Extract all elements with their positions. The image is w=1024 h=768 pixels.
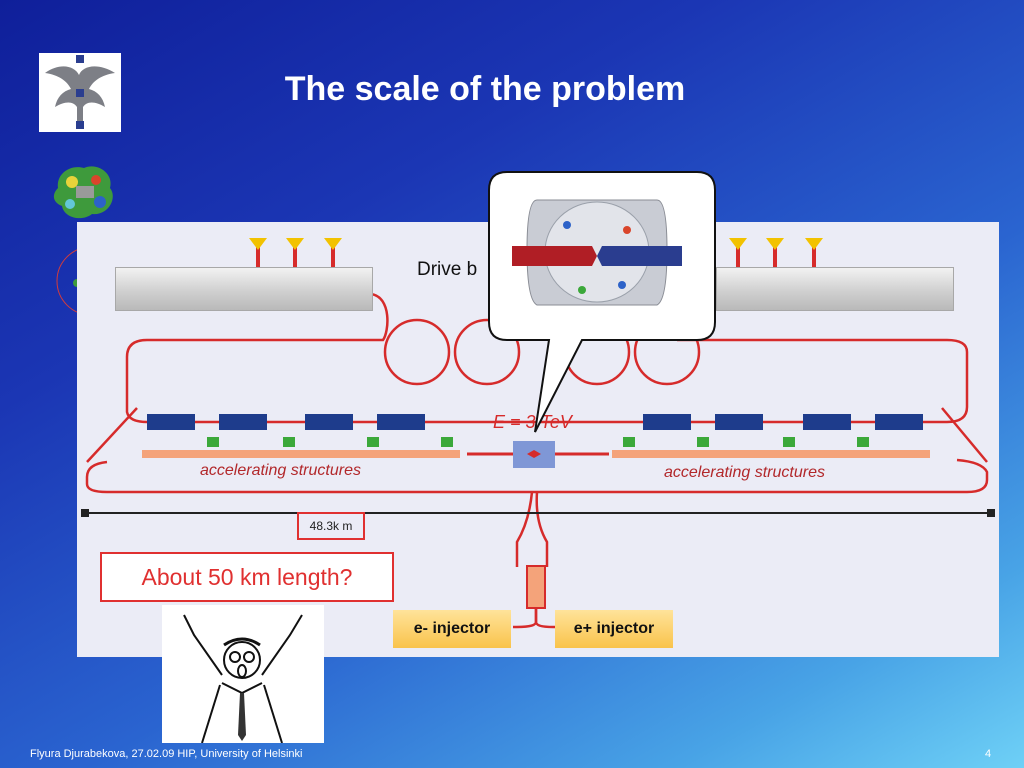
molecule-icon bbox=[48, 158, 120, 224]
page-title: The scale of the problem bbox=[284, 70, 686, 108]
university-logo-icon bbox=[39, 53, 121, 132]
e-plus-injector: e+ injector bbox=[555, 610, 673, 648]
length-question-callout: About 50 km length? bbox=[100, 552, 394, 602]
length-label: 48.3k m bbox=[297, 512, 365, 540]
footer-text: Flyura Djurabekova, 27.02.09 HIP, Univer… bbox=[30, 748, 303, 760]
length-scale-line bbox=[83, 512, 991, 514]
accelerating-structures-left-label: accelerating structures bbox=[200, 462, 361, 479]
drive-beam-pipe-right bbox=[716, 267, 954, 311]
e-minus-injector: e- injector bbox=[393, 610, 511, 648]
page-number: 4 bbox=[985, 748, 992, 760]
energy-label: E = 3 TeV bbox=[493, 412, 572, 432]
cartoon-person-icon bbox=[162, 605, 324, 744]
detector-icon bbox=[512, 199, 682, 306]
drive-beam-label: Drive b bbox=[417, 259, 478, 280]
accelerating-structures-right-label: accelerating structures bbox=[664, 464, 825, 481]
drive-beam-pipe-left bbox=[115, 267, 373, 311]
length-scale-cap-right bbox=[987, 509, 995, 517]
detector-speech-bubble bbox=[487, 170, 717, 433]
length-scale-cap-left bbox=[81, 509, 89, 517]
